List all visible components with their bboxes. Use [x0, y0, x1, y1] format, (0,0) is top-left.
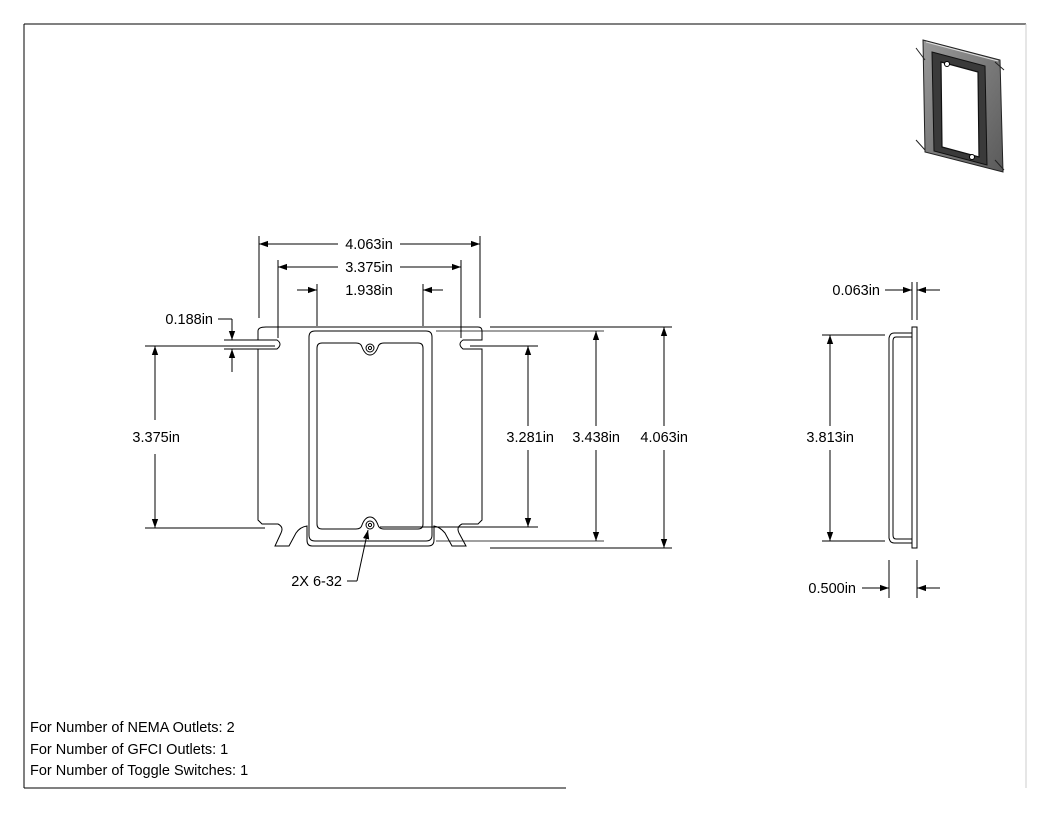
note-nema-outlets: For Number of NEMA Outlets: 2 [30, 720, 235, 736]
note-gfci-outlets: For Number of GFCI Outlets: 1 [30, 741, 229, 758]
dim-mounting-width: 3.375in [345, 260, 393, 276]
dim-side-raised-height: 3.813in [806, 430, 854, 446]
note-toggle-switches: For Number of Toggle Switches: 1 [30, 763, 249, 779]
dim-mounting-height: 3.375in [132, 430, 180, 446]
dim-overall-height: 4.063in [640, 430, 688, 446]
front-view-plate [257, 326, 483, 547]
dim-raise-depth: 0.500in [808, 581, 856, 597]
dim-material-thickness: 0.063in [832, 283, 880, 299]
dim-opening-height: 3.281in [506, 430, 554, 446]
front-view-dimensions [145, 236, 672, 582]
screw-callout: 2X 6-32 [291, 574, 342, 590]
dim-raised-height: 3.438in [572, 430, 620, 446]
sheet-border [23, 23, 1027, 789]
side-view-dimensions [822, 282, 940, 598]
dim-slot-width: 0.188in [165, 312, 213, 328]
notes-block: For Number of NEMA Outlets: 2 For Number… [30, 718, 248, 783]
dim-overall-width: 4.063in [345, 237, 393, 253]
side-view-part [888, 326, 918, 549]
dim-opening-width: 1.938in [345, 283, 393, 299]
isometric-view-thumbnail [915, 39, 1005, 173]
